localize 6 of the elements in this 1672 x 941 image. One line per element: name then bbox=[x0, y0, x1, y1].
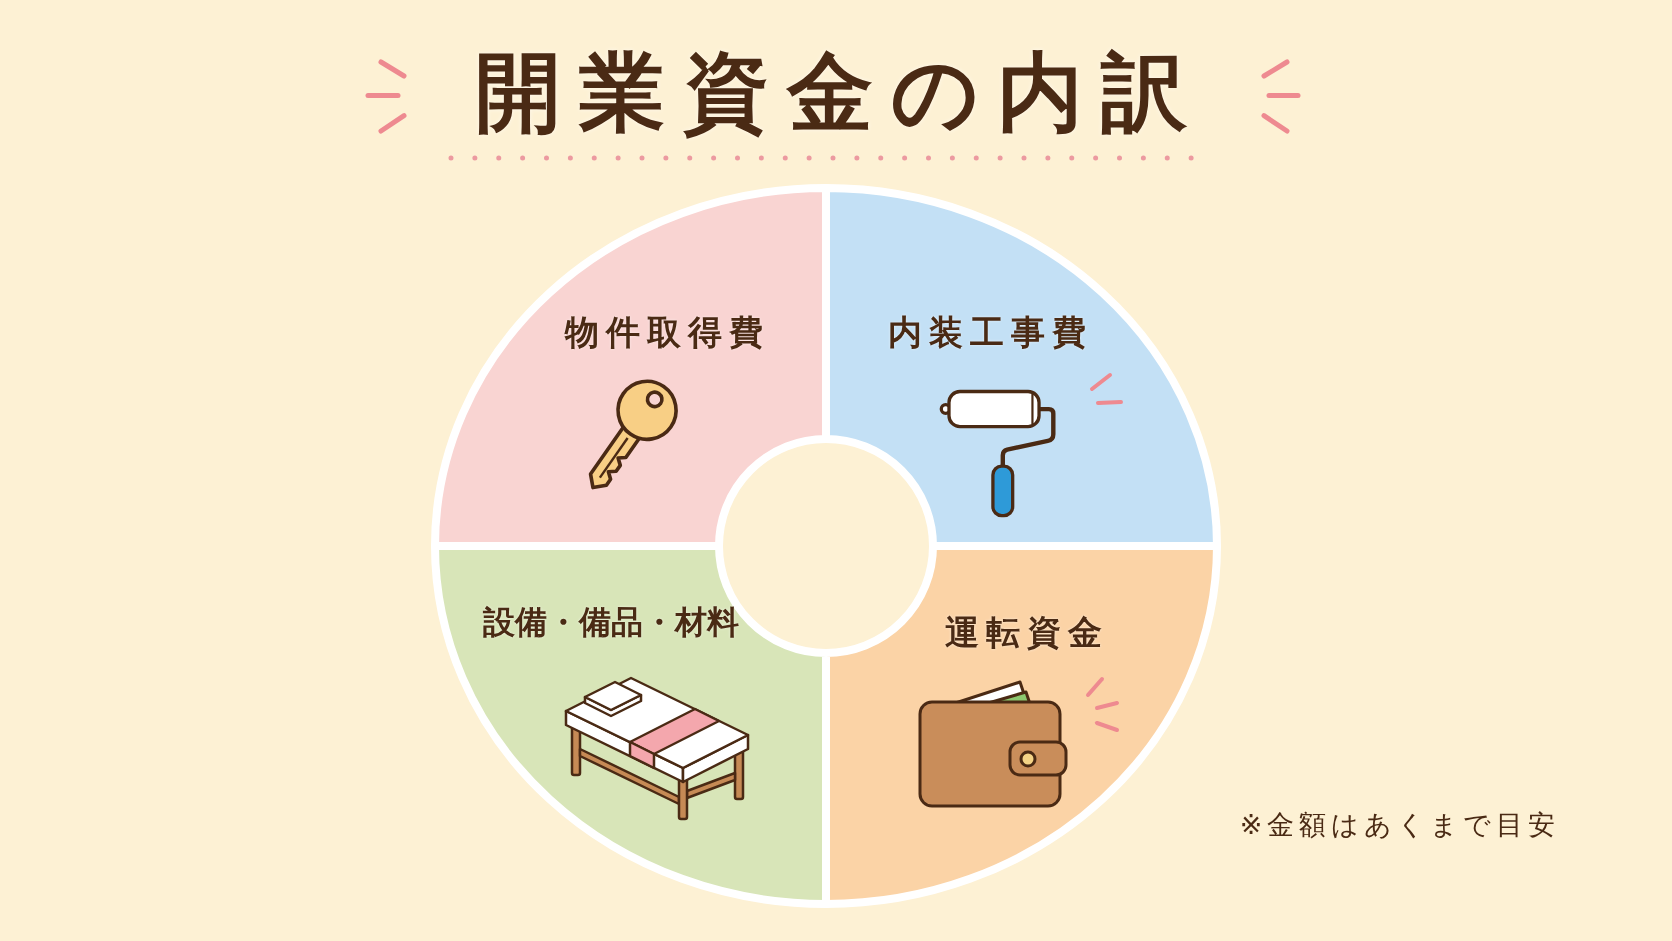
note-text: ※金額はあくまで目安 bbox=[1239, 808, 1561, 842]
segment-label: 設備・備品・材料 bbox=[483, 603, 739, 641]
segment-label: 内装工事費 bbox=[887, 313, 1093, 353]
title: 開業資金の内訳 bbox=[475, 44, 1205, 140]
segment-label: 物件取得費 bbox=[563, 313, 770, 353]
segment-label: 運転資金 bbox=[943, 613, 1109, 653]
